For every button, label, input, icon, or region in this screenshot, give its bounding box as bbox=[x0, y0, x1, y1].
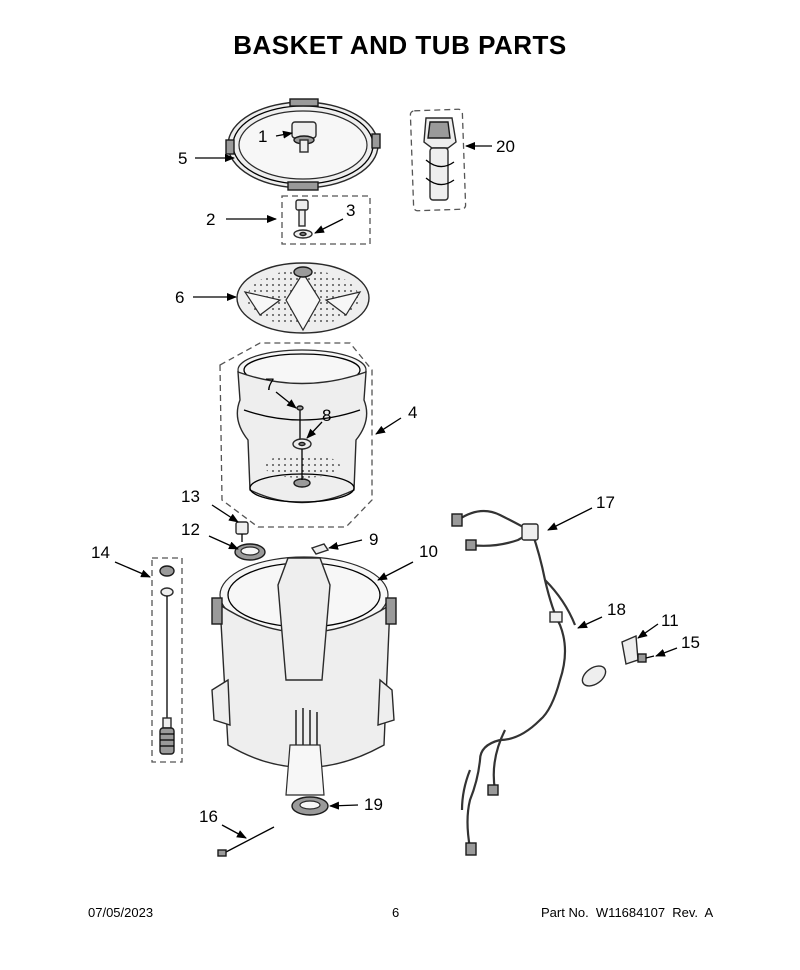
callout-19: 19 bbox=[364, 795, 383, 814]
callout-15: 15 bbox=[681, 633, 700, 652]
callout-5: 5 bbox=[178, 149, 187, 168]
callout-10: 10 bbox=[419, 542, 438, 561]
leader-lines bbox=[114, 130, 678, 839]
agitator-part bbox=[423, 117, 457, 201]
basket-bolt-part bbox=[296, 405, 304, 440]
wash-basket-part bbox=[236, 349, 368, 504]
callout-17: 17 bbox=[596, 493, 615, 512]
harness-grommet-part bbox=[581, 665, 607, 687]
basket-group-outline bbox=[219, 342, 373, 528]
callout-6: 6 bbox=[175, 288, 184, 307]
callout-18: 18 bbox=[607, 600, 626, 619]
fitting-part bbox=[235, 521, 249, 542]
callout-2: 2 bbox=[206, 210, 215, 229]
tub-seal-part bbox=[291, 796, 329, 816]
callout-13: 13 bbox=[181, 487, 200, 506]
washer-part bbox=[293, 229, 313, 239]
seal-disc-part bbox=[234, 543, 266, 561]
clamp-part bbox=[621, 634, 639, 665]
basket-washer-part bbox=[292, 438, 312, 480]
page-title: BASKET AND TUB PARTS bbox=[233, 30, 567, 60]
callout-8: 8 bbox=[322, 406, 331, 425]
callout-labels: 1 2 3 4 5 6 7 8 9 10 11 12 13 14 15 16 1… bbox=[91, 127, 700, 826]
suspension-rod-box bbox=[151, 557, 183, 763]
callout-7: 7 bbox=[265, 375, 274, 394]
callout-4: 4 bbox=[408, 403, 417, 422]
callout-9: 9 bbox=[369, 530, 378, 549]
callout-12: 12 bbox=[181, 520, 200, 539]
callout-3: 3 bbox=[346, 201, 355, 220]
impeller-part bbox=[236, 262, 370, 334]
callout-20: 20 bbox=[496, 137, 515, 156]
callout-16: 16 bbox=[199, 807, 218, 826]
callout-1: 1 bbox=[258, 127, 267, 146]
bolt-part bbox=[295, 199, 309, 227]
footer-page-number: 6 bbox=[392, 905, 400, 920]
agitator-cap-part bbox=[291, 121, 317, 153]
outer-tub-part bbox=[211, 556, 397, 796]
bolt-group-box bbox=[281, 195, 371, 245]
suspension-rod-part bbox=[159, 565, 175, 755]
cable-tie-part bbox=[217, 826, 275, 857]
agitator-box bbox=[409, 108, 467, 212]
screw-part bbox=[637, 653, 655, 663]
wire-harness-part bbox=[451, 509, 577, 856]
footer-part-number: Part No. W11684107 Rev. A bbox=[541, 905, 714, 920]
callout-11: 11 bbox=[661, 611, 679, 630]
callout-14: 14 bbox=[91, 543, 110, 562]
footer-date: 07/05/2023 bbox=[88, 905, 154, 920]
clip-part bbox=[310, 543, 330, 555]
